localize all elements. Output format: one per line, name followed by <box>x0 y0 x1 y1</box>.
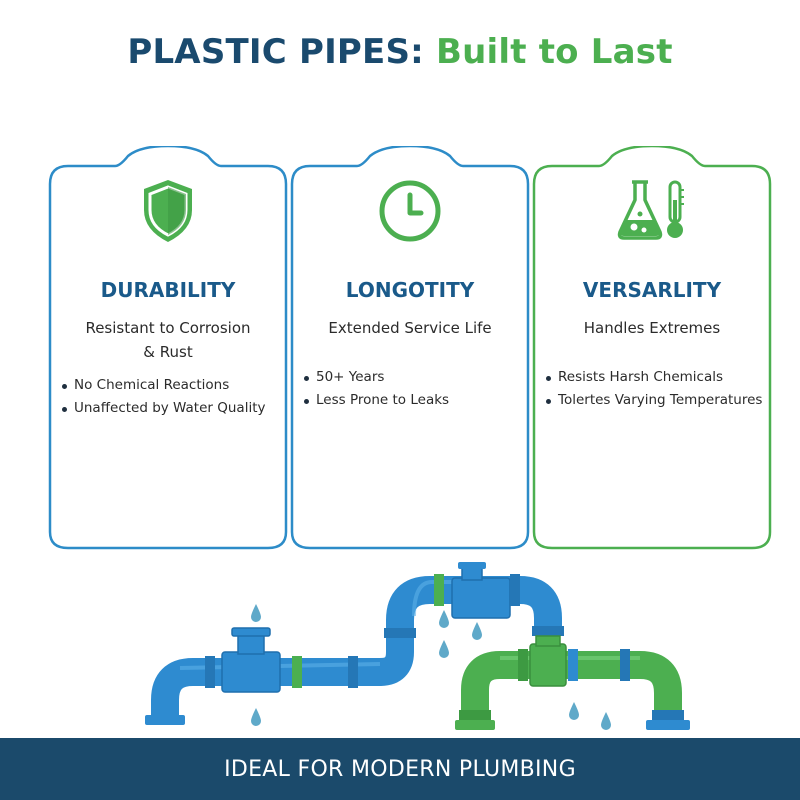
card-bullet-list: Resists Harsh Chemicals Tolertes Varying… <box>546 366 776 412</box>
card-subtitle: Resistant to Corrosion & Rust <box>62 316 274 364</box>
card-heading: DURABILITY <box>100 278 236 302</box>
pipes-illustration <box>145 562 690 730</box>
card-bullet-list: 50+ Years Less Prone to Leaks <box>304 366 534 412</box>
title-main: PLASTIC PIPES: <box>127 32 424 72</box>
card-subtitle: Extended Service Life <box>304 316 516 340</box>
card-heading: VERSARLITY <box>582 278 722 302</box>
card-frame <box>48 146 288 550</box>
flask-thermometer-icon <box>617 180 684 240</box>
green-pipe <box>455 635 690 730</box>
page-title: PLASTIC PIPES: Built to Last <box>0 32 800 72</box>
card-durability: DURABILITY Resistant to Corrosion & Rust… <box>48 146 288 550</box>
card-icon-wrap <box>48 176 288 246</box>
bullet-item: Tolertes Varying Temperatures <box>546 389 776 412</box>
card-longevity: LONGOTITY Extended Service Life 50+ Year… <box>290 146 530 550</box>
water-drops <box>251 604 611 730</box>
card-bullet-list: No Chemical Reactions Unaffected by Wate… <box>62 374 292 420</box>
card-frame <box>532 146 772 550</box>
bullet-item: 50+ Years <box>304 366 534 389</box>
card-icon-wrap <box>532 176 772 246</box>
bullet-item: Resists Harsh Chemicals <box>546 366 776 389</box>
card-frame <box>290 146 530 550</box>
shield-icon <box>144 180 192 242</box>
blue-pipe <box>145 562 564 725</box>
card-subtitle-line2: & Rust <box>143 343 193 361</box>
bullet-item: Less Prone to Leaks <box>304 389 534 412</box>
bullet-item: No Chemical Reactions <box>62 374 292 397</box>
bullet-item: Unaffected by Water Quality <box>62 397 292 420</box>
card-icon-wrap <box>290 176 530 246</box>
card-subtitle-line1: Handles Extremes <box>583 319 721 337</box>
card-heading: LONGOTITY <box>345 278 475 302</box>
footer-banner: IDEAL FOR MODERN PLUMBING <box>0 738 800 800</box>
card-subtitle: Handles Extremes <box>546 316 758 340</box>
card-versatility: VERSARLITY Handles Extremes Resists Hars… <box>532 146 772 550</box>
title-accent: Built to Last <box>436 32 673 72</box>
card-subtitle-line1: Resistant to Corrosion <box>85 319 251 337</box>
card-subtitle-line1: Extended Service Life <box>328 319 492 337</box>
clock-icon <box>379 180 441 242</box>
banner-text: IDEAL FOR MODERN PLUMBING <box>224 756 576 782</box>
